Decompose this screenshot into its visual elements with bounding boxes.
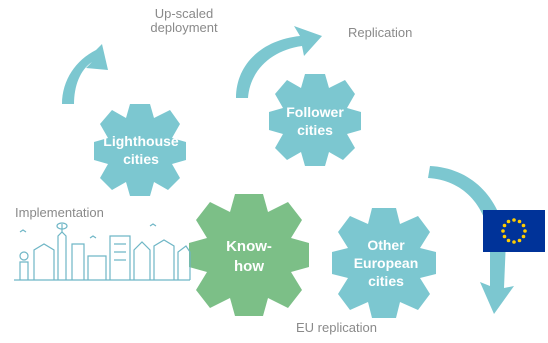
replication-label: Replication bbox=[348, 25, 413, 40]
replication-arrow bbox=[236, 26, 322, 98]
follower-gear-label: Follower cities bbox=[270, 103, 360, 139]
eu-flag bbox=[483, 210, 545, 252]
knowhow-line1: Know- bbox=[226, 238, 272, 255]
other-line3: cities bbox=[368, 273, 404, 289]
knowhow-gear bbox=[189, 194, 309, 316]
lighthouse-line2: cities bbox=[123, 151, 159, 167]
eu-replication-label: EU replication bbox=[296, 320, 377, 335]
other-european-gear-label: Other European cities bbox=[338, 236, 434, 290]
lighthouse-line1: Lighthouse bbox=[103, 133, 179, 149]
follower-line1: Follower bbox=[286, 104, 344, 120]
lighthouse-gear-label: Lighthouse cities bbox=[96, 132, 186, 168]
other-line2: European bbox=[353, 255, 419, 271]
follower-gear bbox=[269, 74, 361, 166]
lighthouse-gear bbox=[94, 104, 186, 196]
upscaled-arrow bbox=[62, 44, 108, 104]
eu-replication-arrow bbox=[428, 166, 514, 314]
implementation-label: Implementation bbox=[15, 205, 104, 220]
other-line1: Other bbox=[367, 237, 405, 253]
follower-line2: cities bbox=[297, 122, 333, 138]
knowhow-line2: how bbox=[234, 258, 264, 275]
other-european-gear bbox=[332, 208, 436, 318]
upscaled-deployment-label: Up-scaled deployment bbox=[150, 6, 218, 35]
city-sketch bbox=[14, 222, 191, 281]
knowhow-gear-label: Know- how bbox=[204, 237, 294, 277]
